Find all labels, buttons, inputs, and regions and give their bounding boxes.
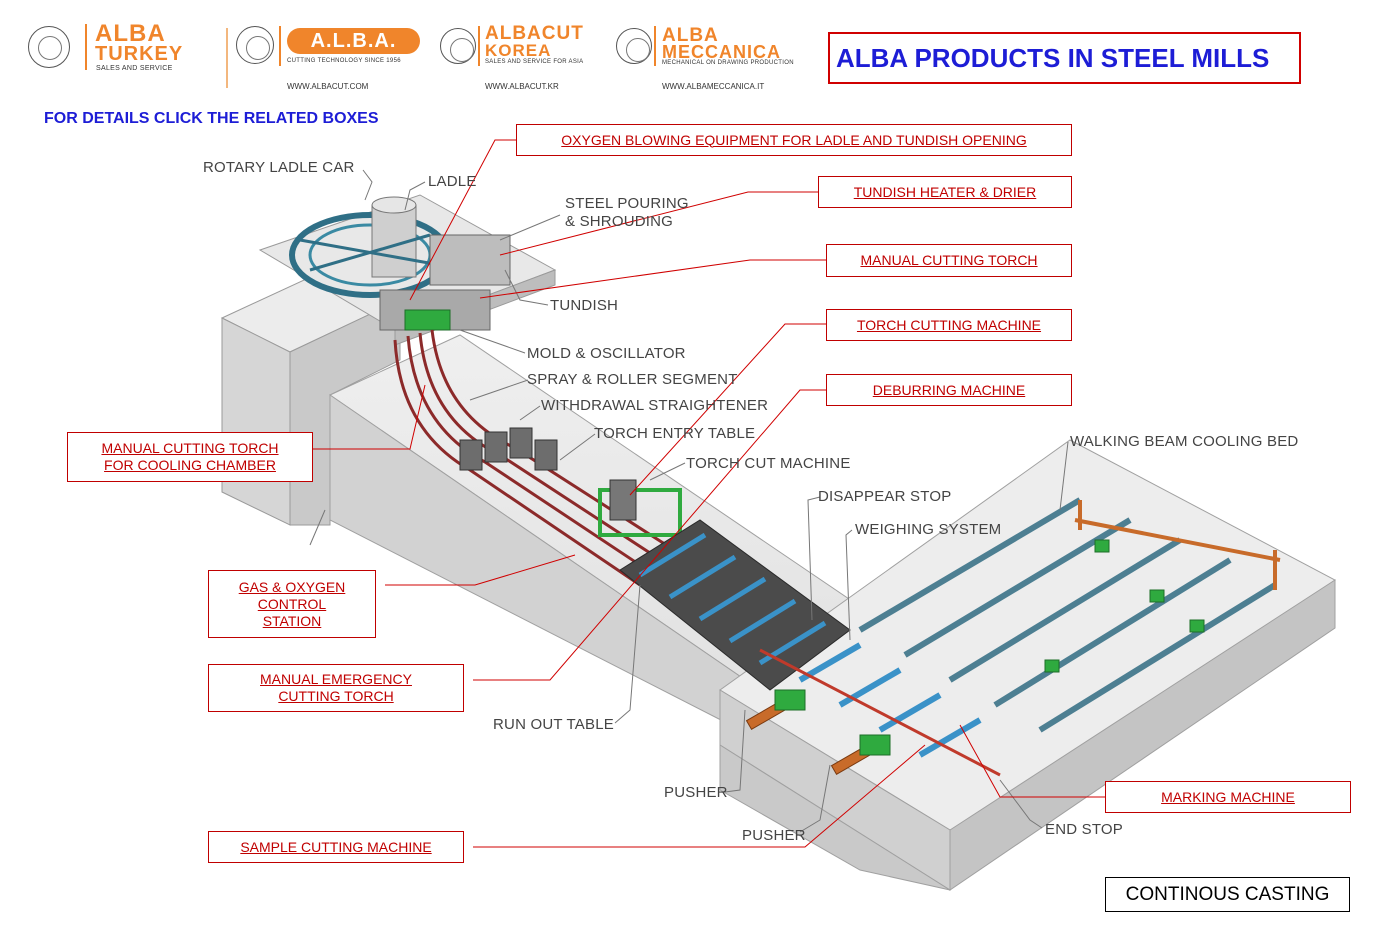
link-tundish-heater-drier[interactable]: TUNDISH HEATER & DRIER	[818, 176, 1072, 208]
label-walking-beam: WALKING BEAM COOLING BED	[1070, 433, 1299, 450]
link-tundish-heater-label: TUNDISH HEATER & DRIER	[853, 183, 1037, 200]
link-manual-cutting-torch-cooling-chamber[interactable]: MANUAL CUTTING TORCH FOR COOLING CHAMBER	[67, 432, 313, 482]
albacut-korea-emblem-icon	[440, 28, 476, 64]
link-sample-cutting-machine[interactable]: SAMPLE CUTTING MACHINE	[208, 831, 464, 863]
link-marking-machine-label: MARKING MACHINE	[1161, 788, 1295, 805]
alba-turkey-logo-line2: TURKEY	[95, 43, 184, 65]
cooling-bed-slab-side	[949, 579, 1336, 891]
mold	[404, 309, 451, 331]
label-pusher: PUSHER	[664, 784, 728, 801]
link-gas-oxygen-label-1: GAS & OXYGEN	[238, 578, 346, 595]
logo-divider	[279, 26, 281, 66]
pushers	[745, 689, 891, 776]
link-deburring-machine-label: DEBURRING MACHINE	[872, 381, 1026, 398]
link-manual-emergency-label-2: CUTTING TORCH	[278, 688, 394, 704]
platform-front	[221, 317, 291, 526]
link-manual-cutting-torch[interactable]: MANUAL CUTTING TORCH	[826, 244, 1072, 277]
link-manual-emergency-label-1: MANUAL EMERGENCY	[260, 671, 412, 687]
tundish-car	[429, 234, 511, 286]
alba-logo-badge	[287, 28, 420, 54]
logo-divider	[85, 24, 87, 70]
label-disappear-stop: DISAPPEAR STOP	[818, 488, 952, 505]
logo-divider	[478, 26, 480, 66]
link-deburring-machine[interactable]: DEBURRING MACHINE	[826, 374, 1072, 406]
link-gas-oxygen-control-station[interactable]: GAS & OXYGEN CONTROL STATION	[208, 570, 376, 638]
label-rotary-ladle-car: ROTARY LADLE CAR	[203, 159, 355, 176]
albacut-korea-logo-sub: SALES AND SERVICE FOR ASIA	[485, 59, 584, 65]
link-oxygen-blowing-label: OXYGEN BLOWING EQUIPMENT FOR LADLE AND T…	[561, 131, 1027, 148]
alba-meccanica-emblem-icon	[616, 28, 652, 64]
label-ladle: LADLE	[428, 173, 477, 190]
alba-turkey-emblem-icon	[28, 26, 70, 68]
link-torch-cutting-machine[interactable]: TORCH CUTTING MACHINE	[826, 309, 1072, 341]
instruction-text: FOR DETAILS CLICK THE RELATED BOXES	[44, 110, 379, 127]
link-cooling-chamber-label-1: MANUAL CUTTING TORCH	[101, 440, 279, 456]
logo-divider	[226, 28, 228, 88]
alba-website[interactable]: WWW.ALBACUT.COM	[287, 82, 369, 91]
label-steel-pouring-1: STEEL POURING	[565, 195, 689, 212]
label-torch-cut: TORCH CUT MACHINE	[686, 455, 851, 472]
lower-front-block	[719, 744, 951, 891]
link-cooling-chamber-label-2: FOR COOLING CHAMBER	[104, 457, 276, 473]
alba-meccanica-website[interactable]: WWW.ALBAMECCANICA.IT	[662, 82, 765, 91]
alba-emblem-icon	[236, 26, 274, 64]
alba-meccanica-logo-line2: MECCANICA	[662, 42, 781, 62]
connector-lines	[313, 139, 1105, 848]
albacut-korea-website[interactable]: WWW.ALBACUT.KR	[485, 82, 559, 91]
torch-cut-frame	[598, 488, 682, 537]
albacut-korea-logo-line2: KOREA	[485, 41, 552, 60]
link-manual-cutting-torch-label: MANUAL CUTTING TORCH	[860, 252, 1038, 268]
label-tundish: TUNDISH	[550, 297, 619, 314]
label-torch-entry: TORCH ENTRY TABLE	[594, 425, 756, 442]
logo-divider	[654, 26, 656, 66]
label-weighing: WEIGHING SYSTEM	[855, 521, 1002, 538]
label-mold-oscillator: MOLD & OSCILLATOR	[527, 345, 686, 362]
alba-meccanica-logo-line1: ALBA	[662, 25, 719, 46]
alba-logo-name: A.L.B.A.	[310, 30, 397, 52]
link-sample-cutting-machine-label: SAMPLE CUTTING MACHINE	[240, 838, 432, 855]
label-run-out: RUN OUT TABLE	[493, 716, 614, 733]
label-pusher: PUSHER	[742, 827, 806, 844]
alba-logo-sub: CUTTING TECHNOLOGY SINCE 1956	[287, 58, 401, 64]
page-title: ALBA PRODUCTS IN STEEL MILLS	[828, 32, 1301, 84]
label-spray-roller: SPRAY & ROLLER SEGMENT	[527, 371, 738, 388]
link-torch-cutting-machine-label: TORCH CUTTING MACHINE	[856, 316, 1042, 333]
link-gas-oxygen-label-2: CONTROL	[257, 595, 327, 612]
link-marking-machine[interactable]: MARKING MACHINE	[1105, 781, 1351, 813]
link-oxygen-blowing-equipment[interactable]: OXYGEN BLOWING EQUIPMENT FOR LADLE AND T…	[516, 124, 1072, 156]
label-withdrawal: WITHDRAWAL STRAIGHTENER	[541, 397, 769, 414]
withdrawal-units	[459, 427, 558, 471]
alba-turkey-logo-sub: SALES AND SERVICE	[96, 65, 173, 72]
link-gas-oxygen-label-3: STATION	[262, 612, 322, 629]
link-manual-emergency-cutting-torch[interactable]: MANUAL EMERGENCY CUTTING TORCH	[208, 664, 464, 712]
walking-beam-cooling-bed	[858, 497, 1277, 733]
transfer-rollers	[798, 642, 982, 758]
label-steel-pouring-2: & SHROUDING	[565, 213, 674, 230]
albacut-korea-logo-line1: ALBACUT	[485, 23, 584, 44]
label-end-stop: END STOP	[1045, 821, 1124, 838]
alba-turkey-logo-line1: ALBA	[95, 20, 166, 47]
alba-meccanica-logo-sub: MECHANICAL ON DRAWING PRODUCTION	[662, 60, 794, 66]
diagram-caption: CONTINOUS CASTING	[1105, 877, 1350, 912]
